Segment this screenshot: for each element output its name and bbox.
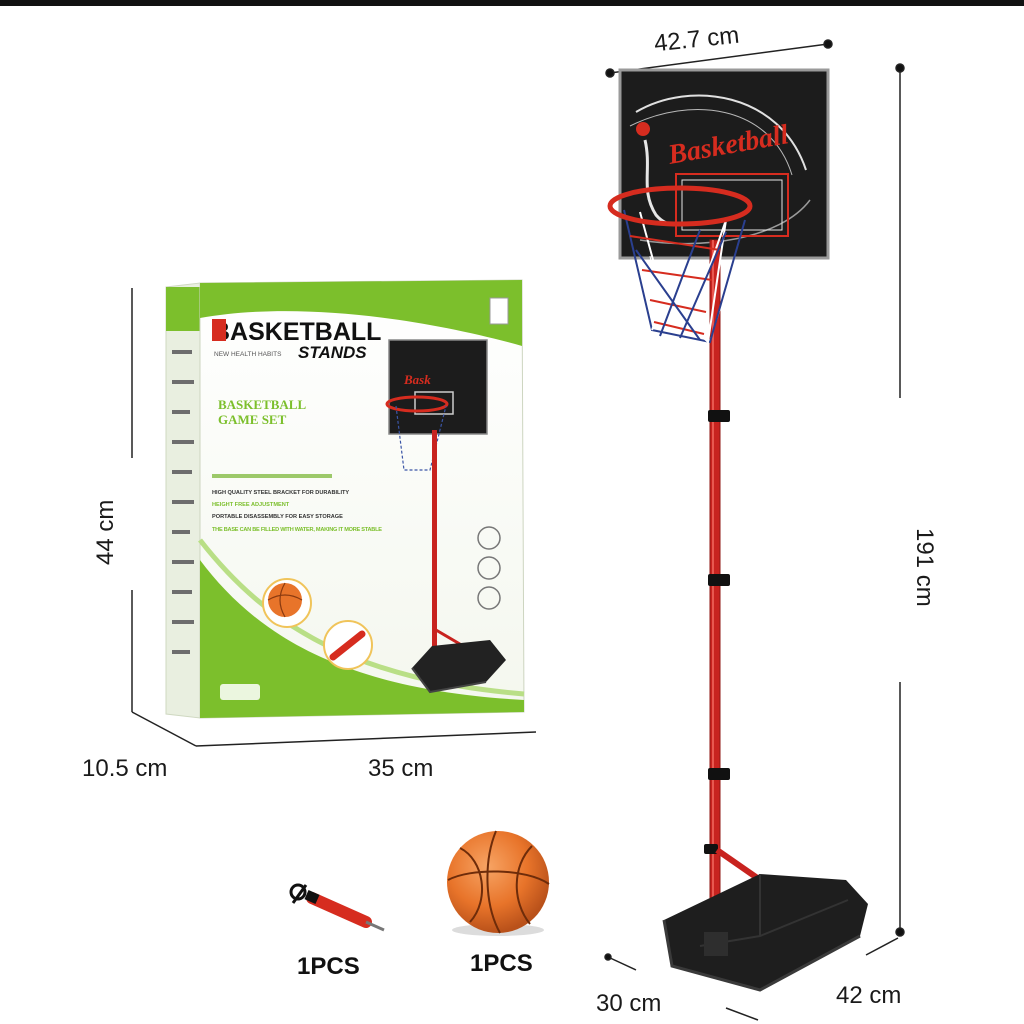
box-subtitle-1: BASKETBALL [218,397,306,412]
basketball-ball-icon [447,830,550,936]
box-feature-item: PORTABLE DISASSEMBLY FOR EASY STORAGE [212,514,343,520]
box-side-instructions [172,350,194,654]
box-feature-list: HIGH QUALITY STEEL BRACKET FOR DURABILIT… [212,474,382,533]
dim-line-backboard-width [609,43,829,74]
box-green-bottom [200,560,524,718]
dim-line-base-depth-right [725,1007,759,1021]
dim-label-box-depth: 10.5 cm [82,755,168,782]
box-title-stands: STANDS [298,343,367,362]
box-title: BASKETBALL [212,318,381,346]
dim-line-box-depth [131,711,197,747]
stand-pole [709,239,721,951]
ball-quantity-label: 1PCS [470,950,533,977]
svg-text:Bask: Bask [403,372,431,387]
basketball-rim [607,185,753,227]
box-subtitle-2: GAME SET [218,412,287,427]
backboard-target-square [675,173,789,237]
dim-label-base-depth: 30 cm [596,990,662,1017]
stand-base [664,874,868,990]
backboard-ball-logo-icon [636,122,650,136]
dim-line-base-depth-left [607,956,637,971]
box-green-top [200,280,522,346]
basketball-net [623,209,746,345]
pump-quantity-label: 1PCS [297,953,360,980]
box-tagline: NEW HEALTH HABITS [214,351,282,358]
dim-label-box-width: 35 cm [368,755,434,782]
top-border [0,0,1024,6]
dim-line-base-width [865,937,899,956]
basketball-stand: Basketball [607,68,868,992]
dim-label-base-width: 42 cm [836,982,902,1009]
product-box: BASKETBALL STANDS NEW HEALTH HABITS BASK… [165,279,525,719]
dim-line-box-width [195,731,537,747]
pole-clamps [704,410,730,854]
dimension-lines [131,39,905,1021]
box-mini-stand: Bask [385,339,506,694]
dim-label-stand-height: 191 cm [911,528,938,607]
box-feature-item: THE BASE CAN BE FILLED WITH WATER, MAKIN… [212,527,382,533]
dim-label-box-height: 44 cm [92,499,119,565]
box-accessory-badges [262,578,373,670]
box-feature-item: HEIGHT FREE ADJUSTMENT [212,502,290,508]
air-pump-icon [289,883,385,932]
box-feature-item: HIGH QUALITY STEEL BRACKET FOR DURABILIT… [212,490,349,496]
box-safety-icons [477,526,501,610]
